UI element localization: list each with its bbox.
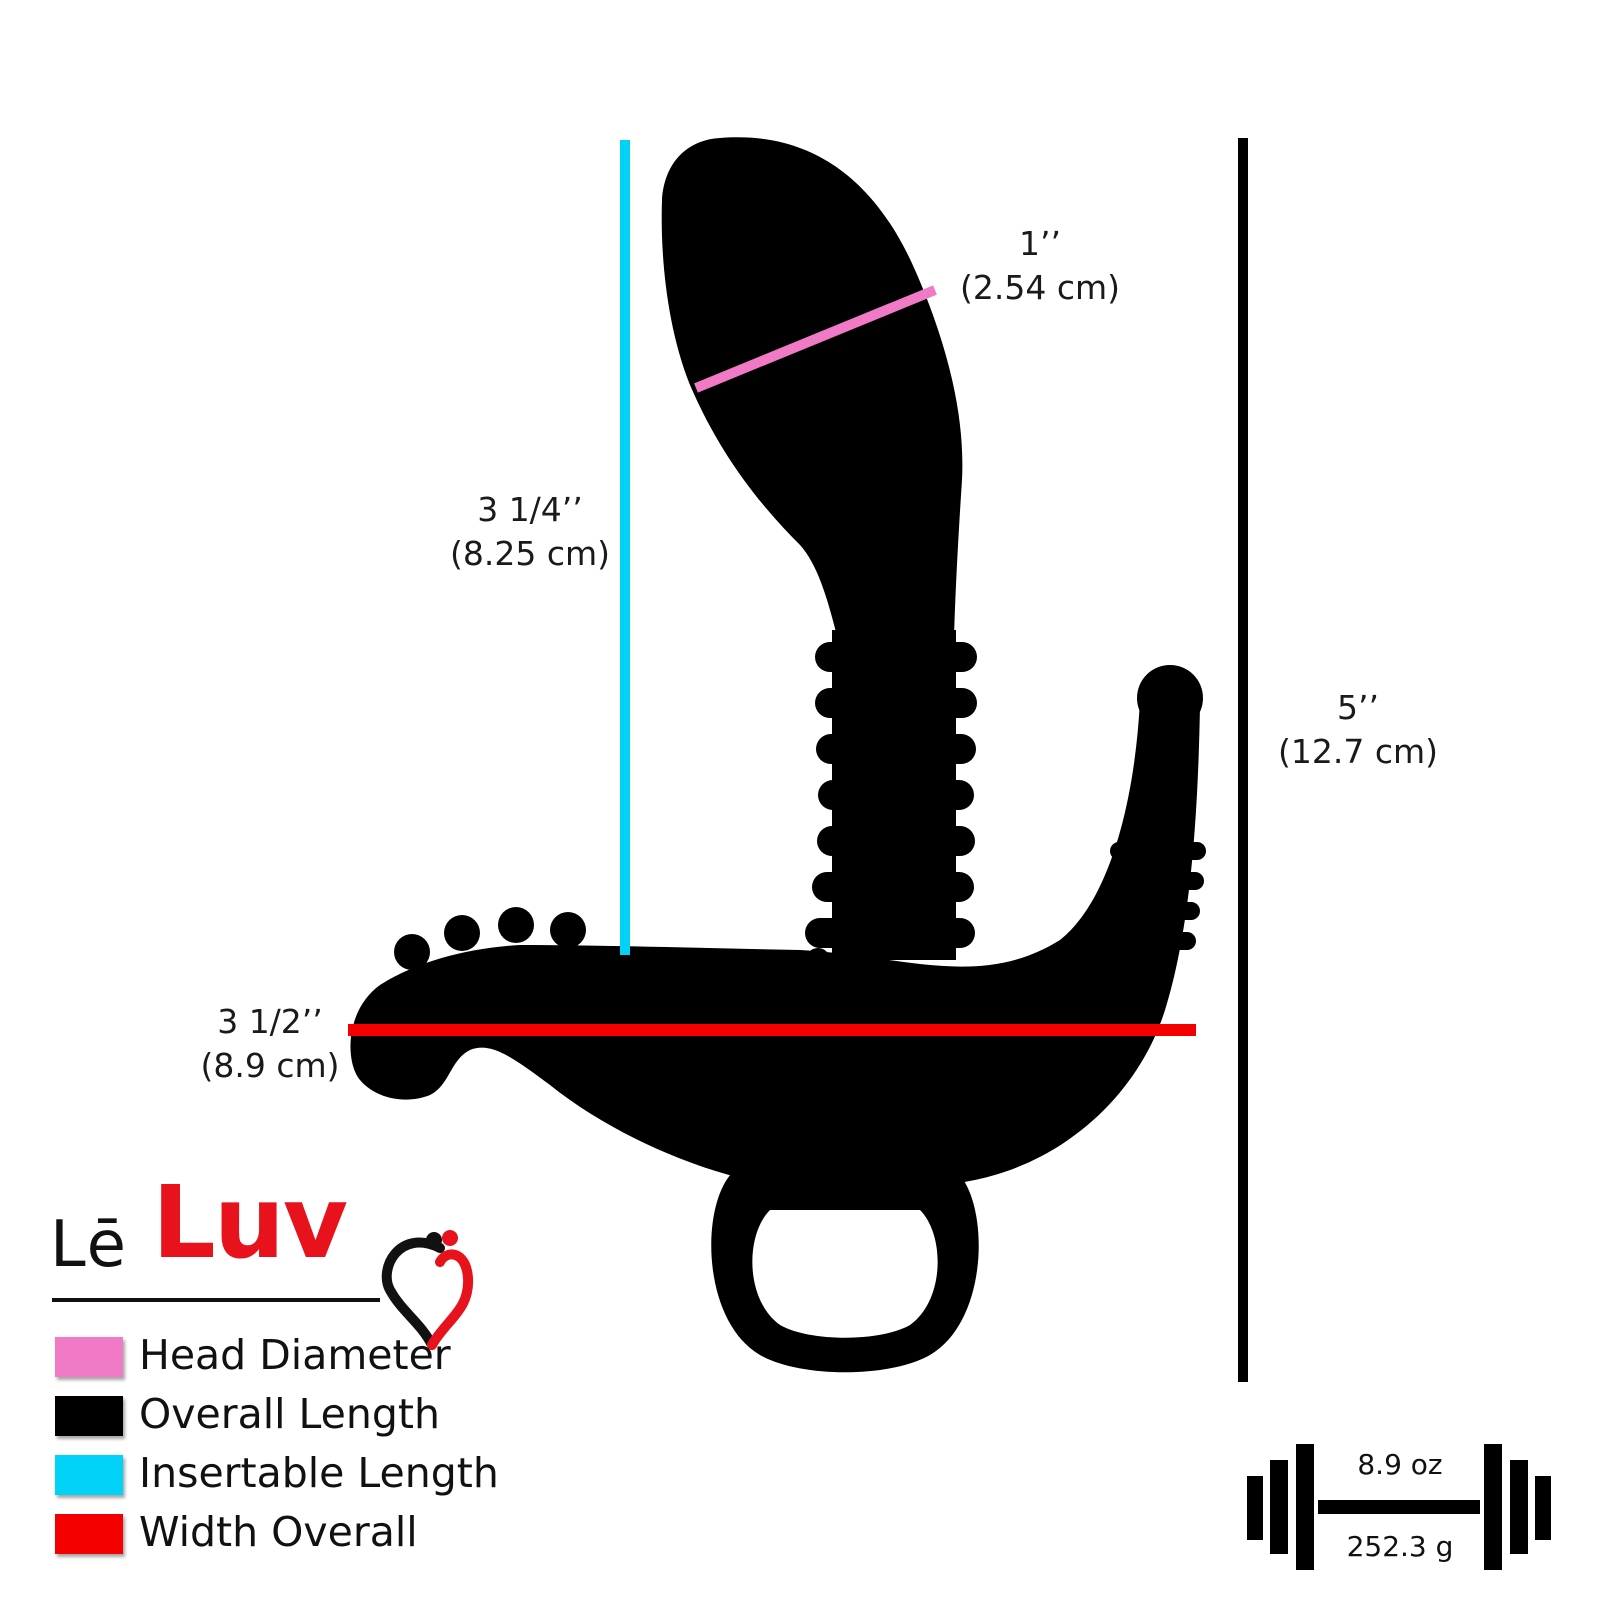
logo-text-le: Lē: [50, 1208, 128, 1282]
legend-label: Overall Length: [139, 1390, 440, 1438]
perineum-ribs: [1090, 842, 1206, 950]
head-diameter-cm: (2.54 cm): [959, 268, 1120, 307]
weight-oz: 8.9 oz: [1357, 1448, 1443, 1481]
legend-swatch-cyan: [55, 1455, 123, 1495]
legend-label: Head Diameter: [139, 1331, 451, 1379]
logo-text-luv: Luv: [152, 1164, 348, 1281]
insertable-length-cm: (8.25 cm): [449, 534, 610, 573]
ring-handle: [711, 1170, 979, 1373]
insertable-length-inches: 3 1/4’’: [477, 490, 583, 529]
shaft-ribs: [805, 642, 977, 948]
legend-label: Width Overall: [139, 1508, 418, 1556]
insertable-length-label: 3 1/4’’ (8.25 cm): [440, 488, 620, 576]
overall-length-inches: 5’’: [1337, 688, 1379, 727]
weight-grams: 252.3 g: [1346, 1530, 1454, 1563]
head-diameter-line: [694, 285, 937, 393]
width-overall-inches: 3 1/2’’: [217, 1002, 323, 1041]
width-overall-label: 3 1/2’’ (8.9 cm): [190, 1000, 350, 1088]
legend-item-insertable-length: Insertable Length: [55, 1449, 575, 1497]
legend-item-overall-length: Overall Length: [55, 1390, 575, 1438]
legend-label: Insertable Length: [139, 1449, 499, 1497]
overall-length-cm: (12.7 cm): [1277, 732, 1438, 771]
width-overall-cm: (8.9 cm): [200, 1046, 340, 1085]
head-diameter-inches: 1’’: [1019, 224, 1061, 263]
legend-item-head-diameter: Head Diameter: [55, 1331, 575, 1379]
head-diameter-label: 1’’ (2.54 cm): [950, 222, 1130, 310]
product-silhouette: [350, 137, 1206, 1373]
legend-item-width-overall: Width Overall: [55, 1508, 575, 1556]
dumbbell-icon: [1247, 1444, 1551, 1570]
overall-length-label: 5’’ (12.7 cm): [1268, 686, 1448, 774]
base-body: [350, 700, 1200, 1192]
legend-swatch-pink: [55, 1337, 123, 1377]
legend-swatch-red: [55, 1514, 123, 1554]
perineum-tip: [1137, 665, 1203, 731]
heart-couple-icon: [381, 1230, 474, 1350]
head-shape: [661, 137, 963, 640]
legend-swatch-black: [55, 1396, 123, 1436]
arm-nubs: [394, 907, 830, 1002]
